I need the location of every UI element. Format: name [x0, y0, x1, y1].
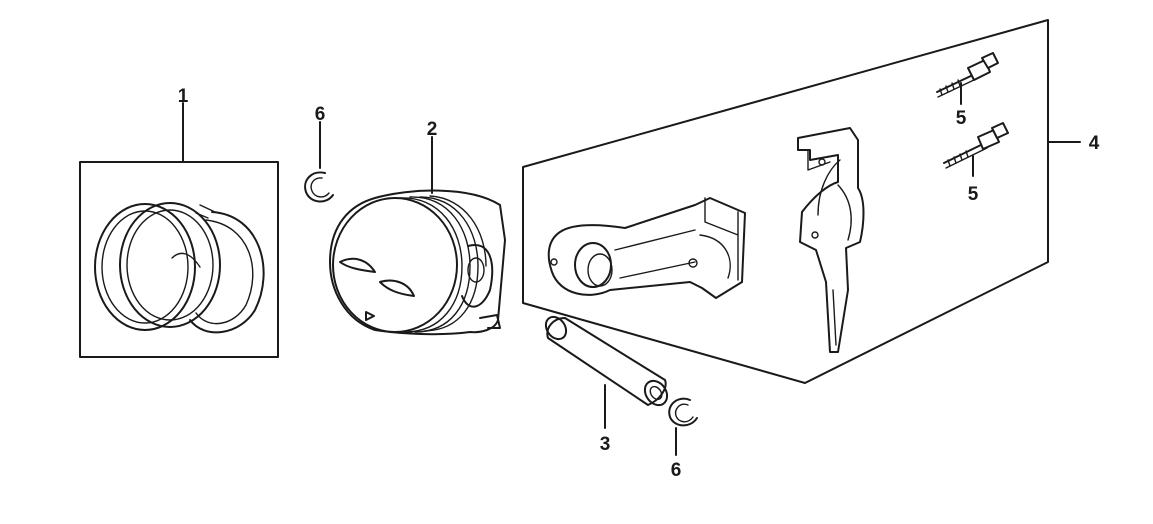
- connecting-rod: [547, 197, 746, 299]
- rod-bolt-lower: [943, 122, 1009, 169]
- callout-6-right: 6: [671, 460, 682, 481]
- ring-set-frame: [79, 161, 279, 358]
- connecting-rod-assembly: 5 5 4: [522, 19, 1100, 384]
- assembly-frame: [522, 19, 1049, 384]
- callout-6-left: 6: [315, 104, 326, 125]
- callout-4: 4: [1089, 133, 1100, 154]
- rod-bolt-upper: [936, 52, 999, 98]
- piston-pin: 3: [544, 315, 669, 455]
- callout-3: 3: [600, 434, 611, 455]
- callout-2: 2: [427, 119, 438, 140]
- piston: 2: [329, 119, 506, 336]
- rod-cap: [797, 127, 865, 353]
- pin-clip-right: 6: [668, 397, 698, 481]
- callout-5-lower: 5: [968, 184, 979, 205]
- callout-5-upper: 5: [956, 108, 967, 129]
- piston-ring-set: 1: [79, 86, 279, 358]
- callout-1: 1: [178, 86, 189, 107]
- piston-rings: [94, 202, 265, 334]
- pin-clip-left: 6: [304, 104, 334, 203]
